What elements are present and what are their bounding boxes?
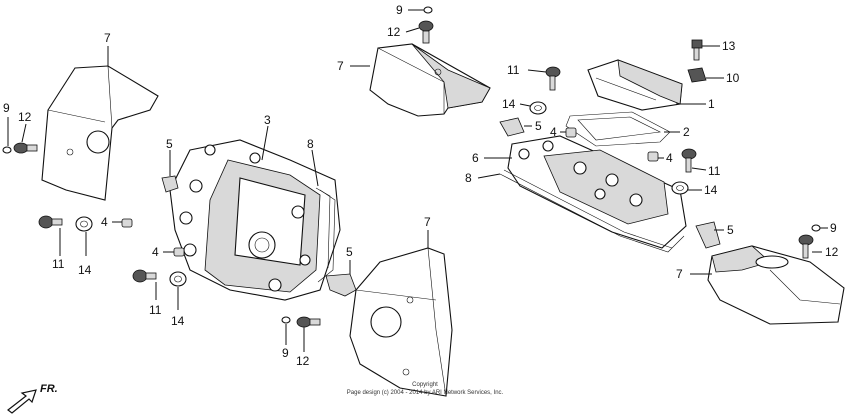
heat-shield-left[interactable] [41, 65, 159, 201]
footer-page-design: Page design (c) 2004 - 2014 by ARI Netwo… [347, 390, 504, 396]
callout-7-top: 7 [337, 59, 344, 73]
callout-12-bottom: 12 [296, 354, 310, 368]
bolt-12-top[interactable] [418, 20, 434, 44]
callout-11-top: 11 [507, 63, 520, 77]
callout-14-right: 14 [704, 183, 718, 197]
breather-cover-1[interactable] [587, 59, 683, 111]
callout-5-right: 5 [727, 223, 734, 237]
bolt-13[interactable] [691, 39, 703, 61]
front-direction-arrow: FR. [7, 383, 58, 414]
gasket-8-right[interactable] [499, 169, 685, 253]
callout-14-left-b: 14 [171, 314, 185, 328]
callout-9-bottom: 9 [282, 346, 289, 360]
callout-4-left-b: 4 [152, 245, 159, 259]
callout-7-bottom: 7 [424, 215, 431, 229]
callout-13: 13 [722, 39, 736, 53]
bolt-11-left-b[interactable] [132, 269, 157, 283]
bolt-11-left-a[interactable] [38, 215, 63, 229]
callout-11-right: 11 [708, 164, 721, 178]
front-direction-label: FR. [40, 383, 58, 395]
callout-5-mid: 5 [346, 245, 353, 259]
callout-3: 3 [264, 113, 271, 127]
callout-12-left: 12 [18, 110, 32, 124]
callout-8-right: 8 [465, 171, 472, 185]
washer-14-top[interactable] [529, 101, 547, 115]
heat-shield-bottom[interactable] [349, 247, 453, 397]
callout-7-right: 7 [676, 267, 683, 281]
washer-9-top[interactable] [423, 6, 433, 14]
callout-9-left: 9 [3, 101, 10, 115]
callout-2: 2 [683, 125, 690, 139]
grommet-4-left-a[interactable] [121, 218, 133, 228]
callout-4-left-a: 4 [101, 215, 108, 229]
grommet-4-right-b[interactable] [647, 151, 659, 162]
bolt-12-right[interactable] [798, 234, 814, 259]
washer-14-left-b[interactable] [169, 271, 187, 287]
nut-10[interactable] [687, 67, 707, 83]
bolt-12-bottom[interactable] [296, 316, 321, 328]
washer-14-right[interactable] [671, 181, 689, 195]
callout-12-top: 12 [387, 25, 401, 39]
clip-5-left[interactable] [161, 175, 179, 193]
callout-11-left-a: 11 [52, 257, 65, 271]
callout-1: 1 [708, 97, 715, 111]
washer-9-bottom[interactable] [281, 316, 291, 324]
callout-4-right-a: 4 [550, 125, 557, 139]
grommet-4-right-a[interactable] [565, 127, 577, 138]
head-cover-left[interactable] [169, 139, 341, 301]
callout-5-top: 5 [535, 119, 542, 133]
washer-9-right[interactable] [811, 224, 821, 232]
bolt-11-right[interactable] [681, 148, 697, 173]
callout-5-left: 5 [166, 137, 173, 151]
washer-9-left[interactable] [2, 146, 12, 154]
footer-copyright: Copyright [412, 382, 438, 388]
callout-14-top: 14 [502, 97, 516, 111]
head-cover-right[interactable] [507, 135, 687, 249]
callout-7-left: 7 [104, 31, 111, 45]
gasket-2[interactable] [565, 111, 671, 147]
callout-10: 10 [726, 71, 740, 85]
callout-4-right-b: 4 [666, 151, 673, 165]
heat-shield-top[interactable] [369, 43, 491, 117]
callout-6: 6 [472, 151, 479, 165]
bolt-12-left[interactable] [13, 142, 38, 154]
callout-9-top: 9 [396, 3, 403, 17]
grommet-4-left-b[interactable] [173, 247, 185, 257]
washer-14-left-a[interactable] [75, 216, 93, 232]
callout-8-left: 8 [307, 137, 314, 151]
callout-9-right: 9 [830, 221, 837, 235]
callout-12-right: 12 [825, 245, 839, 259]
callout-11-left-b: 11 [149, 303, 162, 317]
clip-5-top[interactable] [499, 117, 525, 137]
bolt-11-top[interactable] [545, 66, 561, 91]
clip-5-right[interactable] [695, 221, 721, 249]
heat-shield-right[interactable] [707, 245, 845, 325]
clip-5-mid[interactable] [325, 273, 357, 297]
callout-14-left-a: 14 [78, 263, 92, 277]
